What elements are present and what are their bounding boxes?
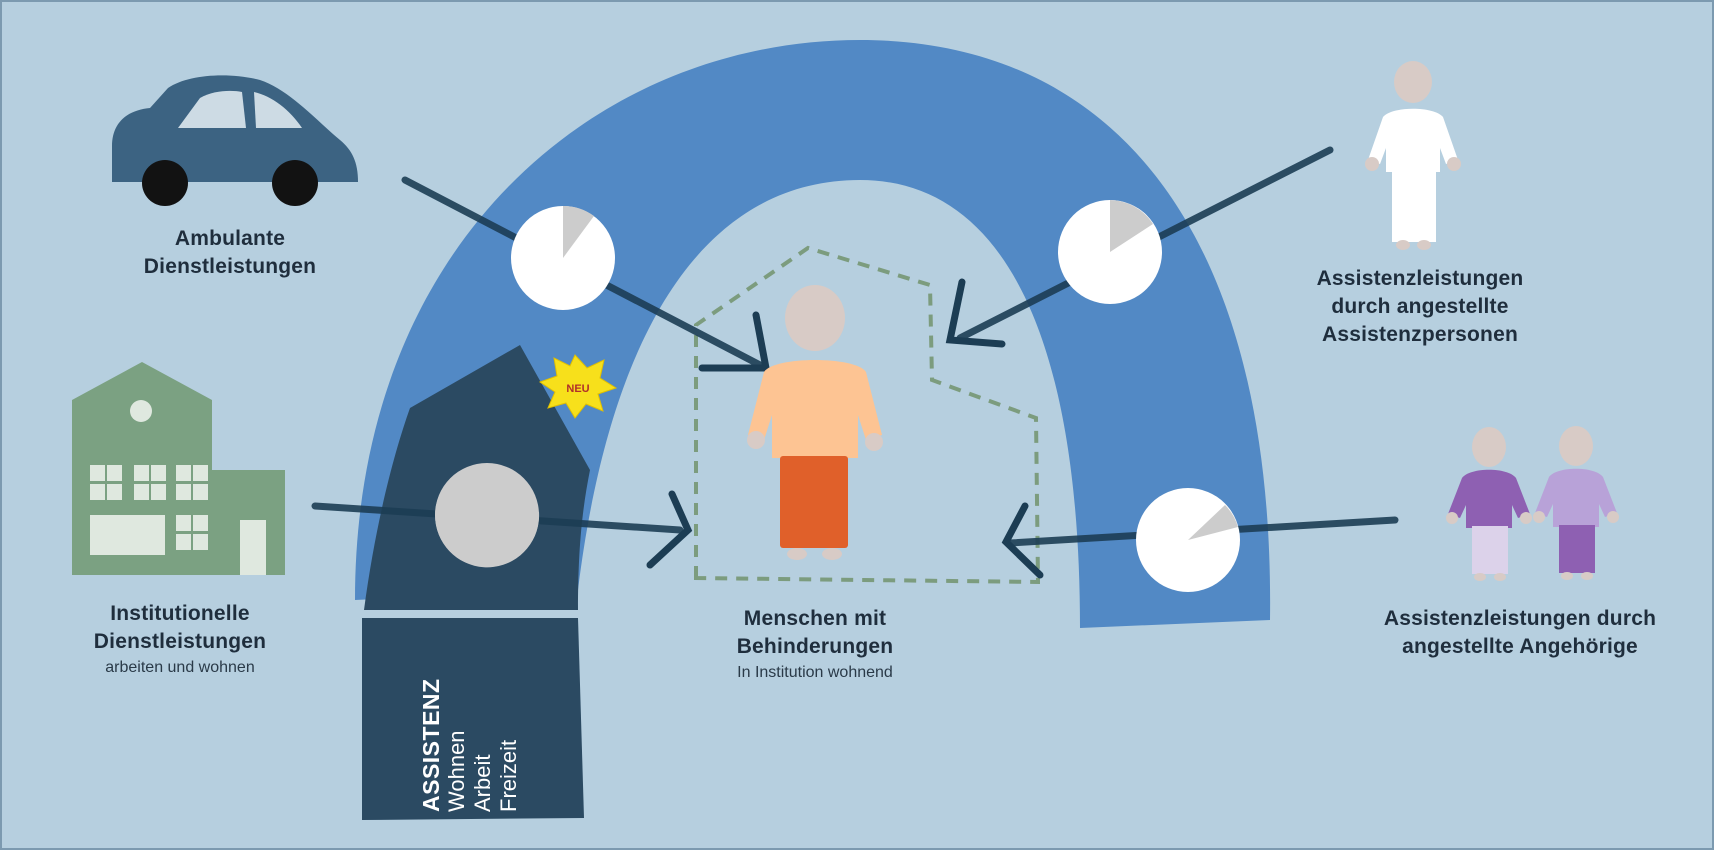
label-institutional-line1: Institutionelle <box>60 600 300 628</box>
assistance-item-freizeit: Freizeit <box>496 652 522 812</box>
pie-assistants <box>1058 200 1162 304</box>
assistance-title: ASSISTENZ <box>418 652 444 812</box>
label-center-sub: In Institution wohnend <box>705 661 925 685</box>
label-ambulant-line2: Dienstleistungen <box>120 253 340 281</box>
label-center-line1: Menschen mit <box>705 605 925 633</box>
pie-ambulant <box>511 206 615 310</box>
label-assistants: Assistenzleistungen durch angestellte As… <box>1290 265 1550 349</box>
label-relatives-line1: Assistenzleistungen durch <box>1360 605 1680 633</box>
label-assistants-line3: Assistenzpersonen <box>1290 321 1550 349</box>
label-institutional-sub: arbeiten und wohnen <box>60 656 300 680</box>
pie-institutional <box>435 463 539 567</box>
assistance-item-wohnen: Wohnen <box>444 652 470 812</box>
label-ambulant-line1: Ambulante <box>120 225 340 253</box>
label-center-line2: Behinderungen <box>705 633 925 661</box>
label-relatives-line2: angestellte Angehörige <box>1360 633 1680 661</box>
label-relatives: Assistenzleistungen durch angestellte An… <box>1360 605 1680 661</box>
label-institutional: Institutionelle Dienstleistungen arbeite… <box>60 600 300 680</box>
label-institutional-line2: Dienstleistungen <box>60 628 300 656</box>
pie-relatives <box>1136 488 1240 592</box>
assistance-item-arbeit: Arbeit <box>470 652 496 812</box>
label-assistants-line1: Assistenzleistungen <box>1290 265 1550 293</box>
label-center: Menschen mit Behinderungen In Institutio… <box>705 605 925 685</box>
label-ambulant: Ambulante Dienstleistungen <box>120 225 340 281</box>
badge-label: NEU <box>566 383 589 395</box>
label-assistants-line2: durch angestellte <box>1290 293 1550 321</box>
assistance-column-text: ASSISTENZ Wohnen Arbeit Freizeit <box>418 652 522 812</box>
